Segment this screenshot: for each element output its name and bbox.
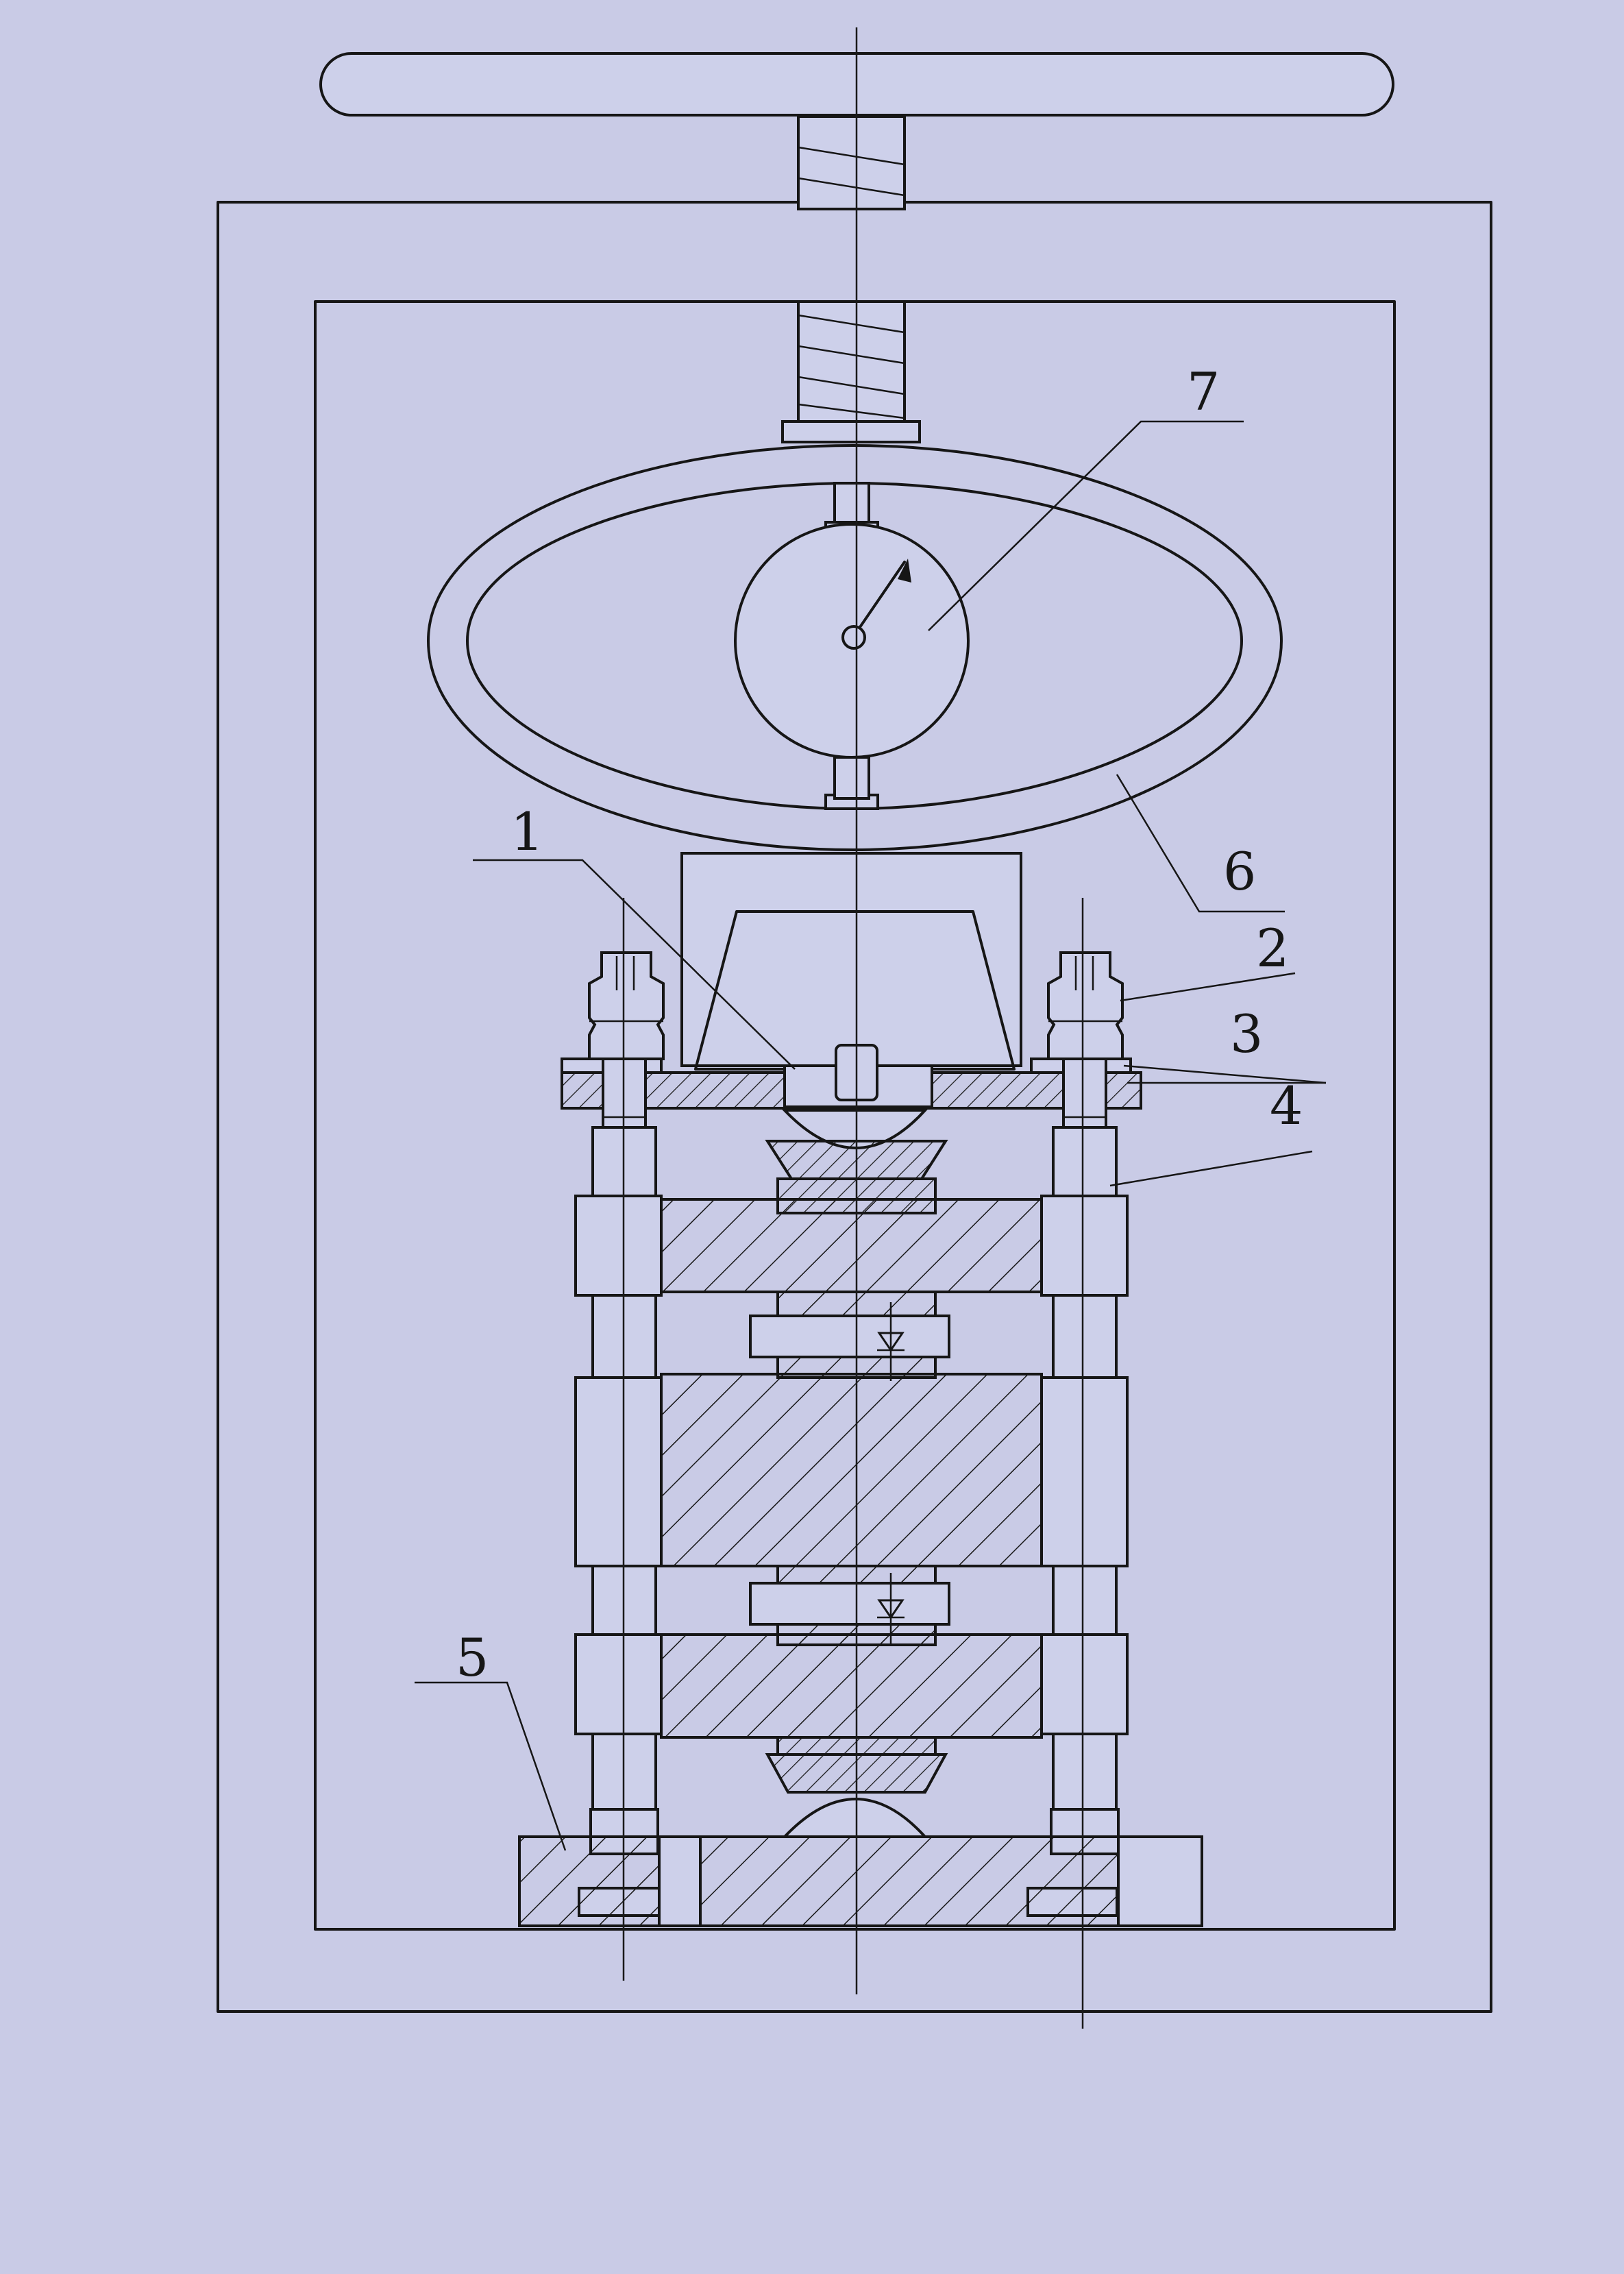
lead-screw — [781, 115, 921, 443]
leader-lines — [415, 420, 1327, 1851]
callout-3: 3 — [1230, 1003, 1263, 1064]
center-axis — [622, 27, 1084, 2029]
base-plate — [518, 1835, 1203, 1927]
callout-1: 1 — [510, 801, 543, 862]
specimen-lower — [574, 1623, 1129, 1756]
callout-5: 5 — [456, 1627, 489, 1688]
right-nut — [1047, 951, 1124, 1060]
left-nut — [588, 951, 665, 1060]
callout-4: 4 — [1270, 1075, 1303, 1136]
callout-2: 2 — [1256, 918, 1289, 979]
spacer-lower — [749, 1573, 950, 1645]
callout-7: 7 — [1187, 361, 1220, 422]
pressing-block — [680, 852, 1022, 1071]
specimen-middle — [574, 1356, 1129, 1588]
dial-gauge — [734, 482, 970, 810]
spacer-upper — [749, 1302, 950, 1381]
specimen-upper — [574, 1177, 1129, 1317]
callout-6: 6 — [1223, 841, 1256, 902]
callout-labels: 1 2 3 4 5 6 7 — [456, 361, 1303, 1688]
